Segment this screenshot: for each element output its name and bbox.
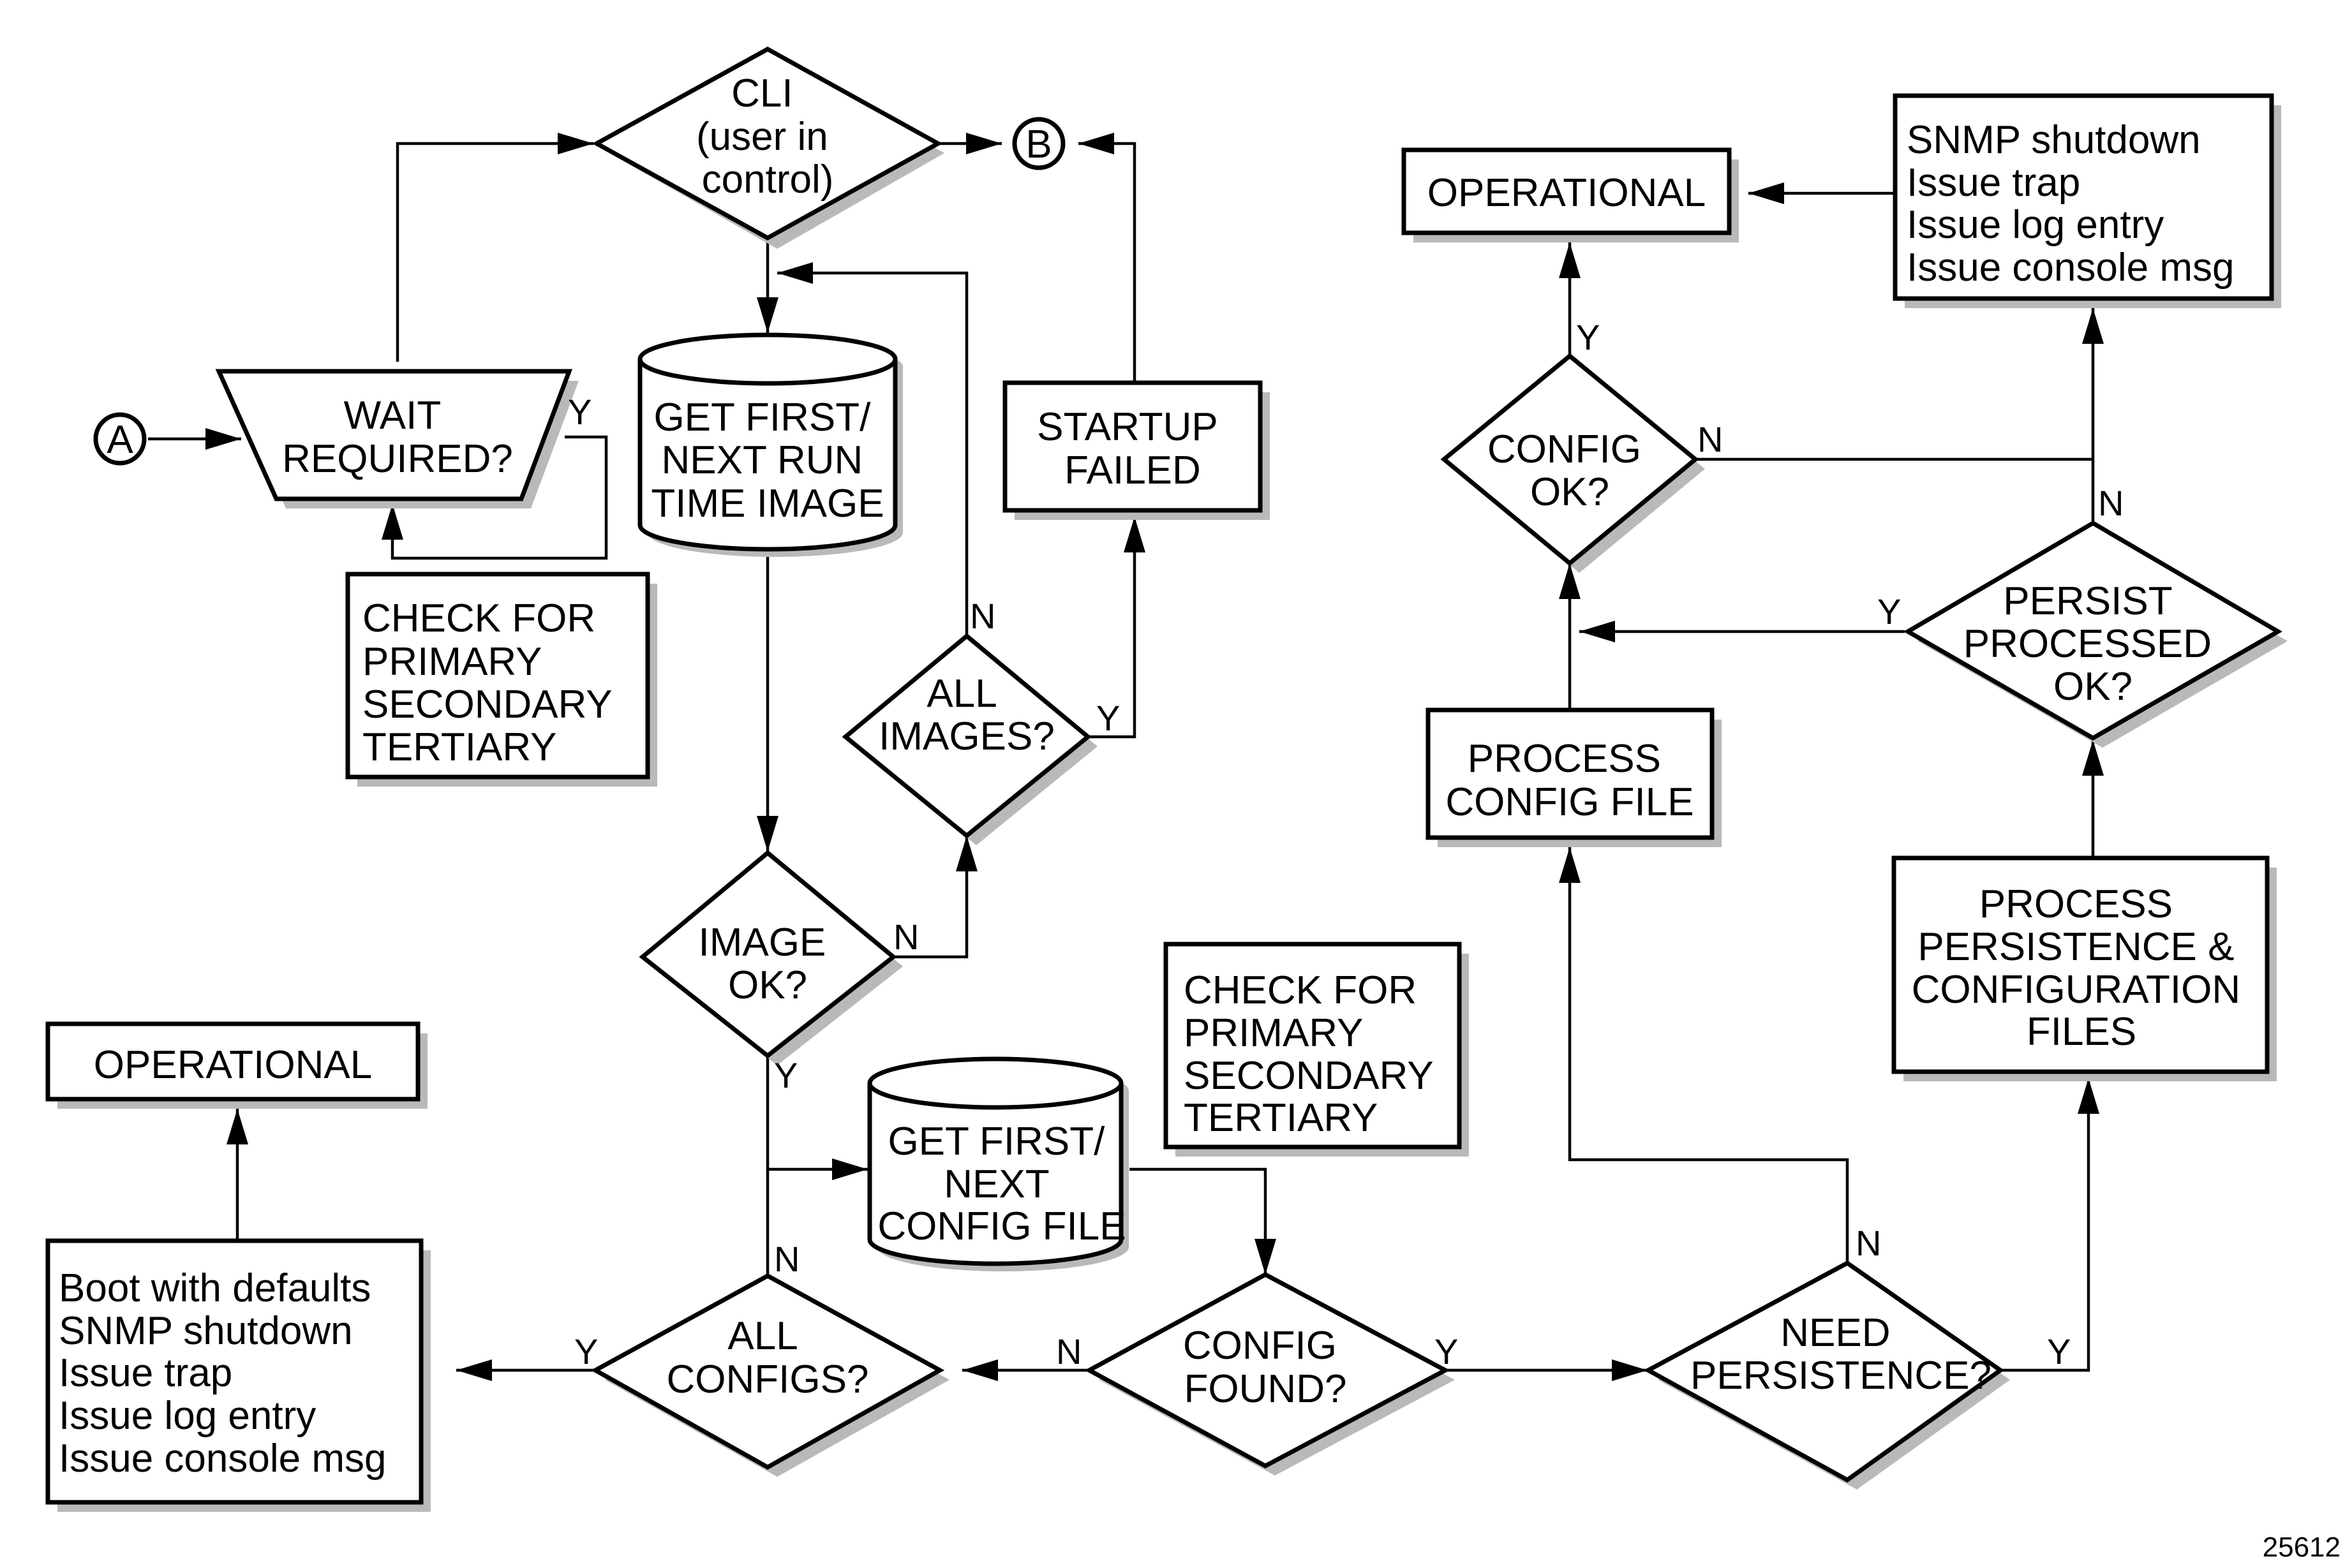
cli-decision: CLI (user in control)	[592, 47, 944, 249]
connector-b: B	[1012, 117, 1066, 170]
need-persistence-decision: NEED PERSISTENCE?	[1643, 1260, 2010, 1490]
label-need-persistence-n: N	[1856, 1223, 1881, 1263]
startup-failed-box: STARTUP FAILED	[1002, 380, 1270, 520]
process-config-label: PROCESS CONFIG FILE	[1445, 737, 1694, 824]
figure-number: 25612	[2263, 1532, 2341, 1563]
snmp-shutdown-box: SNMP shutdown Issue trap Issue log entry…	[1893, 93, 2281, 308]
get-config-cylinder: GET FIRST/ NEXT CONFIG FILE	[867, 1056, 1129, 1271]
operational-right-label: OPERATIONAL	[1427, 171, 1706, 215]
connectors	[148, 133, 2104, 1381]
connector-a: A	[93, 412, 147, 466]
check-images-label: CHECK FOR PRIMARY SECONDARY TERTIARY	[362, 596, 623, 769]
all-configs-label: ALL CONFIGS?	[667, 1314, 869, 1402]
snmp-shutdown-label: SNMP shutdown Issue trap Issue log entry…	[1907, 118, 2234, 290]
label-persist-y: Y	[1877, 591, 1901, 632]
check-configs-label: CHECK FOR PRIMARY SECONDARY TERTIARY	[1184, 968, 1444, 1140]
arrow-image-ok-n	[893, 836, 978, 959]
need-persistence-label: NEED PERSISTENCE?	[1690, 1311, 1991, 1398]
get-image-label: GET FIRST/ NEXT RUN TIME IMAGE	[651, 396, 884, 526]
get-image-cylinder: GET FIRST/ NEXT RUN TIME IMAGE	[637, 332, 903, 557]
connector-b-label: B	[1025, 122, 1052, 166]
get-config-label: GET FIRST/ NEXT CONFIG FILE	[877, 1120, 1126, 1248]
image-ok-label: IMAGE OK?	[698, 921, 837, 1007]
all-images-decision: ALL IMAGES?	[842, 633, 1098, 845]
arrow-all-images-y	[1088, 517, 1145, 739]
wait-required-label: WAIT REQUIRED?	[282, 394, 513, 481]
label-config-found-y: Y	[1434, 1331, 1458, 1372]
connector-a-label: A	[107, 418, 133, 462]
label-all-configs-y: Y	[574, 1331, 598, 1372]
persist-processed-decision: PERSIST PROCESSED OK?	[1903, 520, 2288, 748]
arrow-need-persistence-n	[1559, 847, 1849, 1263]
label-persist-n: N	[2098, 483, 2124, 523]
all-configs-decision: ALL CONFIGS?	[590, 1273, 949, 1477]
arrow-need-persistence-y	[2000, 1078, 2099, 1372]
process-persistence-label: PROCESS PERSISTENCE & CONFIGURATION FILE…	[1912, 882, 2252, 1054]
persist-processed-label: PERSIST PROCESSED OK?	[1963, 579, 2223, 709]
arrow-wait-check-loop	[382, 435, 608, 560]
config-found-label: CONFIG FOUND?	[1183, 1324, 1348, 1411]
label-config-ok-y: Y	[1576, 317, 1600, 357]
config-ok-label: CONFIG OK?	[1487, 427, 1652, 514]
label-image-ok-n: N	[893, 917, 919, 957]
config-ok-decision: CONFIG OK?	[1440, 353, 1705, 573]
edge-labels: Y N Y N Y N Y N Y N Y Y N Y N	[568, 317, 2124, 1372]
label-wait-y: Y	[568, 392, 592, 432]
image-ok-decision: IMAGE OK?	[639, 850, 903, 1065]
process-config-box: PROCESS CONFIG FILE	[1426, 707, 1722, 847]
wait-required-node: WAIT REQUIRED?	[215, 369, 579, 508]
boot-defaults-box: Boot with defaults SNMP shutdown Issue t…	[45, 1238, 431, 1512]
arrow-startup-to-b	[1078, 133, 1136, 381]
check-images-box: CHECK FOR PRIMARY SECONDARY TERTIARY	[345, 572, 657, 787]
config-found-decision: CONFIG FOUND?	[1084, 1272, 1455, 1476]
process-persistence-box: PROCESS PERSISTENCE & CONFIGURATION FILE…	[1891, 855, 2277, 1081]
cli-label: CLI (user in control)	[696, 71, 839, 202]
startup-failed-label: STARTUP FAILED	[1037, 405, 1228, 492]
boot-defaults-label: Boot with defaults SNMP shutdown Issue t…	[59, 1266, 386, 1481]
label-need-persistence-y: Y	[2047, 1331, 2071, 1372]
operational-left-box: OPERATIONAL	[45, 1021, 428, 1109]
arrow-wait-to-cli	[396, 133, 593, 362]
operational-right-box: OPERATIONAL	[1401, 147, 1739, 242]
operational-left-label: OPERATIONAL	[94, 1043, 372, 1087]
check-configs-box: CHECK FOR PRIMARY SECONDARY TERTIARY	[1163, 942, 1469, 1157]
label-all-images-n: N	[970, 596, 995, 636]
label-image-ok-y: Y	[774, 1055, 798, 1095]
arrow-get-config-to-found	[1129, 1167, 1276, 1275]
label-all-images-y: Y	[1096, 698, 1120, 738]
label-all-configs-n: N	[774, 1239, 800, 1279]
arrow-all-images-n	[777, 262, 969, 636]
all-images-label: ALL IMAGES?	[879, 672, 1055, 758]
label-config-ok-n: N	[1697, 419, 1723, 459]
label-config-found-n: N	[1056, 1331, 1082, 1372]
